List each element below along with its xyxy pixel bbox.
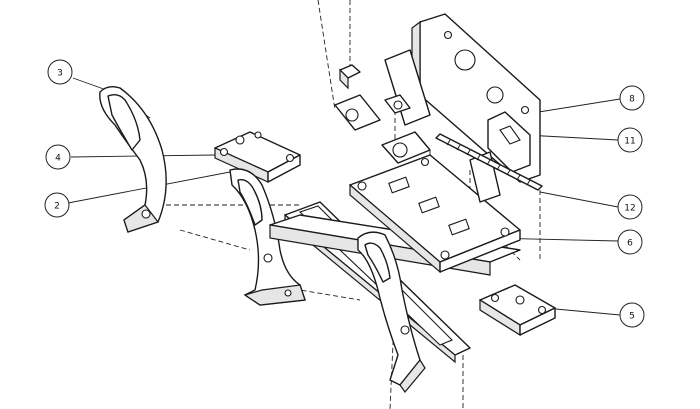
part-12-threaded-rod [435,133,543,191]
part-3-hook-bracket [99,85,167,233]
part-2-curved-arm [229,168,306,306]
callout-4: 4 [45,144,71,170]
callout-3-label: 3 [57,69,63,79]
callout-12: 12 [617,194,643,220]
callout-12-label: 12 [624,204,635,214]
callout-11: 11 [617,127,643,153]
callout-6-label: 6 [627,239,633,249]
center-curved-arm [357,231,426,393]
callout-2: 2 [44,192,70,218]
callout-4-label: 4 [55,154,61,164]
callout-6: 6 [617,229,643,255]
callout-8: 8 [619,85,645,111]
part-5-mount-block [479,284,556,337]
callout-5-label: 5 [629,312,635,322]
part-6-base-plate [349,154,521,274]
callout-2-label: 2 [54,202,60,212]
clamp-block-upper [334,64,431,164]
part-4-pivot-block [214,131,301,183]
callout-3: 3 [47,59,73,85]
callout-8-label: 8 [629,95,635,105]
callout-11-label: 11 [624,137,635,147]
callout-5: 5 [619,302,645,328]
